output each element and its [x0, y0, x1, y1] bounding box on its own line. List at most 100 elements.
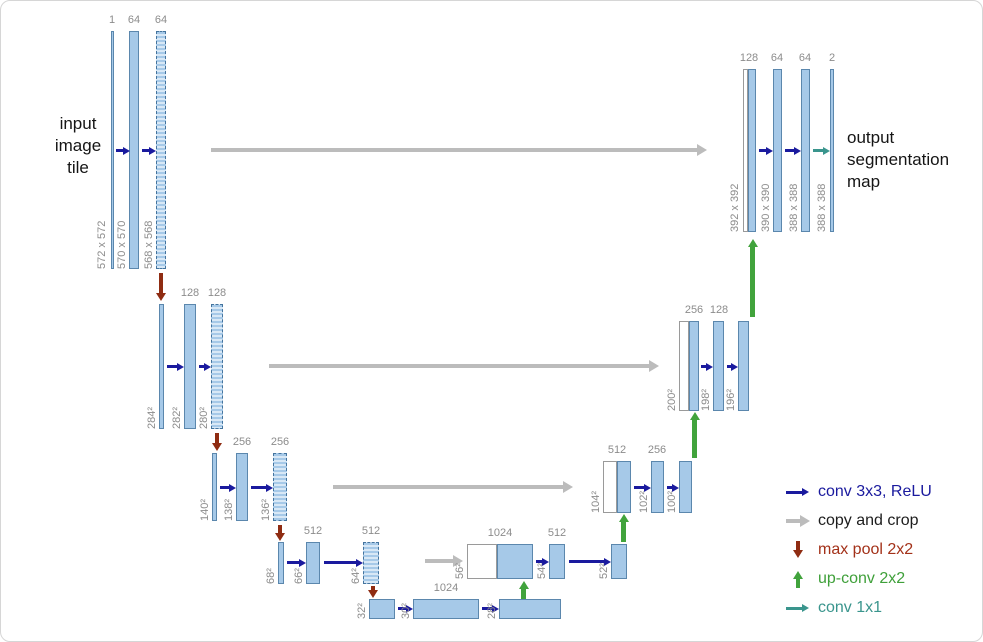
feature-size-label: 198² [700, 388, 712, 411]
conv-arrow-icon [324, 561, 356, 564]
legend-item: conv 3x3, ReLU [784, 477, 932, 506]
legend-label: up-conv 2x2 [818, 569, 906, 587]
channel-count-label: 64 [798, 52, 812, 64]
channel-count-label: 512 [303, 525, 323, 537]
channel-count-label: 128 [180, 287, 200, 299]
channel-count-label: 64 [127, 14, 141, 26]
copy-arrow-icon [784, 511, 818, 531]
arrow-glyph [786, 518, 800, 523]
feature-map-box [278, 542, 284, 584]
conv1x1-arrow-icon [813, 149, 823, 152]
feature-size-label: 390 x 390 [760, 183, 772, 232]
up-conv-arrow-icon [521, 589, 526, 599]
copied-feature-box [679, 321, 689, 411]
feature-map-box [801, 69, 810, 232]
channel-count-label: 128 [709, 304, 729, 316]
feature-map-box [611, 544, 627, 579]
input-tile-label: input image tile [54, 114, 102, 178]
copy-arrow-icon [333, 485, 563, 489]
conv-arrow-icon [569, 560, 604, 563]
feature-size-label: 136² [260, 498, 272, 521]
feature-map-box [748, 69, 756, 232]
feature-size-label: 388 x 388 [816, 183, 828, 232]
feature-map-box [159, 304, 164, 429]
channel-count-label: 256 [232, 436, 252, 448]
feature-map-box [212, 453, 217, 521]
input-image-box [111, 31, 114, 269]
feature-size-label: 570 x 570 [116, 220, 128, 269]
feature-map-box-copied-source [273, 453, 287, 521]
conv-arrow-icon [199, 365, 204, 368]
max-pool-arrow-icon [278, 525, 282, 533]
feature-map-box [651, 461, 664, 513]
conv-arrow-icon [220, 486, 229, 489]
feature-map-box [369, 599, 395, 619]
channel-count-label: 512 [547, 527, 567, 539]
channel-count-label: 512 [361, 525, 381, 537]
conv-arrow-icon [167, 365, 177, 368]
conv-arrow-icon [701, 365, 706, 368]
conv-arrow-icon [634, 486, 644, 489]
conv-arrow-icon [116, 149, 123, 152]
feature-map-box [689, 321, 699, 411]
feature-map-box [713, 321, 724, 411]
feature-map-box [184, 304, 196, 429]
legend-label: conv 1x1 [818, 598, 883, 616]
legend: conv 3x3, ReLU copy and crop max pool 2x… [784, 477, 932, 622]
copy-arrow-icon [269, 364, 649, 368]
feature-size-label: 280² [198, 406, 210, 429]
legend-item: conv 1x1 [784, 593, 932, 622]
legend-label: conv 3x3, ReLU [818, 482, 932, 500]
conv-arrow-icon [251, 486, 266, 489]
legend-label: copy and crop [818, 511, 919, 529]
feature-size-label: 284² [146, 406, 158, 429]
legend-item: max pool 2x2 [784, 535, 932, 564]
conv-arrow-icon [667, 486, 672, 489]
max-pool-arrow-icon [215, 433, 219, 443]
feature-size-label: 68² [265, 568, 277, 584]
feature-size-label: 282² [171, 406, 183, 429]
channel-count-label: 64 [154, 14, 168, 26]
feature-size-label: 200² [666, 388, 678, 411]
up-conv-arrow-icon [750, 247, 755, 317]
feature-size-label: 56² [454, 563, 466, 579]
feature-map-box [773, 69, 782, 232]
legend-label: max pool 2x2 [818, 540, 914, 558]
feature-map-box-copied-source [211, 304, 223, 429]
feature-map-box [129, 31, 139, 269]
conv-arrow-icon [784, 482, 818, 502]
channel-count-label: 2 [828, 52, 836, 64]
conv1x1-arrow-icon [784, 598, 818, 618]
channel-count-label: 256 [647, 444, 667, 456]
legend-item: up-conv 2x2 [784, 564, 932, 593]
channel-count-label: 512 [607, 444, 627, 456]
feature-size-label: 388 x 388 [788, 183, 800, 232]
conv-arrow-icon [759, 149, 766, 152]
channel-count-label: 256 [684, 304, 704, 316]
channel-count-label: 64 [770, 52, 784, 64]
channel-count-label: 1024 [487, 527, 513, 539]
conv-arrow-icon [727, 365, 731, 368]
feature-map-box [549, 544, 565, 579]
feature-map-box [499, 599, 561, 619]
up-conv-arrow-icon [784, 569, 818, 589]
output-map-label: output segmentation map [847, 128, 950, 192]
channel-count-label: 1 [108, 14, 116, 26]
copied-feature-box [743, 69, 748, 232]
conv-arrow-icon [287, 561, 299, 564]
feature-size-label: 138² [223, 498, 235, 521]
feature-size-label: 196² [725, 388, 737, 411]
feature-size-label: 28² [486, 603, 498, 619]
channel-count-label: 128 [739, 52, 759, 64]
conv-arrow-icon [536, 560, 542, 563]
feature-size-label: 54² [536, 563, 548, 579]
feature-map-box [497, 544, 533, 579]
legend-item: copy and crop [784, 506, 932, 535]
conv-arrow-icon [142, 149, 149, 152]
feature-size-label: 66² [293, 568, 305, 584]
copy-arrow-icon [211, 148, 697, 152]
feature-size-label: 572 x 572 [96, 220, 108, 269]
feature-size-label: 52² [598, 563, 610, 579]
feature-size-label: 64² [350, 568, 362, 584]
